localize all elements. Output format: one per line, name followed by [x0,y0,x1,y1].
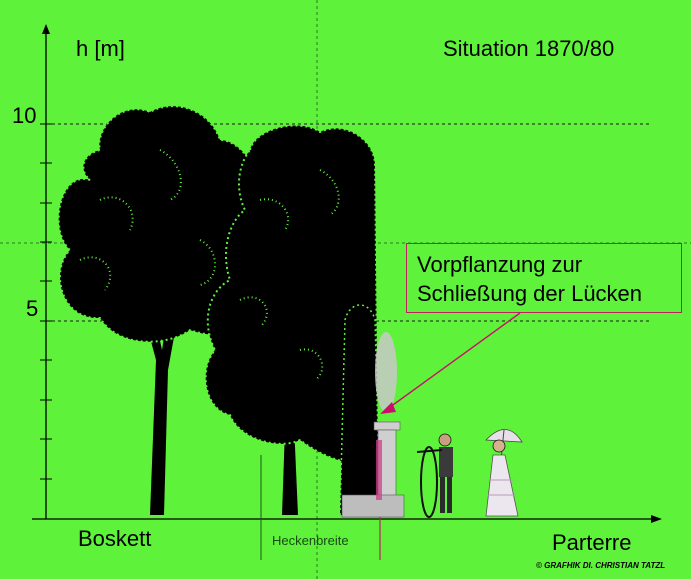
callout-box: Vorpflanzung zur Schließung der Lücken [406,243,682,313]
label-parterre: Parterre [552,530,632,555]
diagram-title: Situation 1870/80 [443,36,615,61]
callout-text: Vorpflanzung zur Schließung der Lücken [417,252,643,306]
y-axis-ticks [40,123,52,480]
x-axis-arrow [651,515,662,523]
callout-arrow-line [385,312,521,411]
axis-label-height: h [m] [76,36,125,61]
figure-man-bicycle [416,433,453,518]
tick-label-10: 10 [12,103,37,128]
boskett-tree [57,105,273,515]
tick-label-5: 5 [26,296,39,321]
y-axis-arrow [42,24,50,34]
label-boskett: Boskett [78,526,152,551]
front-planting [339,304,381,516]
middle-tree [204,124,380,515]
callout-arrow-head [380,402,396,414]
statue-pedestal [341,332,405,518]
copyright-note: © GRAFHIK DI. CHRISTIAN TATZL [536,561,666,570]
figure-lady-parasol [485,429,523,517]
label-heckenbreite: Heckenbreite [272,533,349,548]
